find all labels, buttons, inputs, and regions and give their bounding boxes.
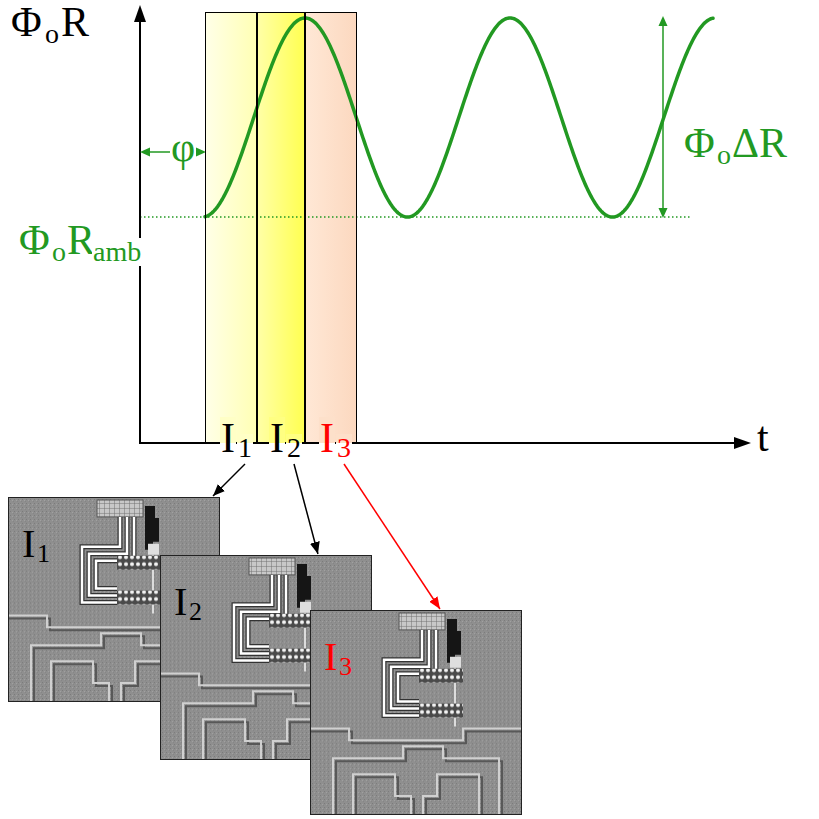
frame-index: 3: [338, 654, 353, 680]
ambient-symbol: Φ: [18, 219, 51, 261]
window-fill: [257, 12, 305, 443]
axis-subscript: o: [44, 20, 60, 48]
axis-symbol: Φ: [10, 1, 43, 43]
window-label: I: [319, 417, 335, 459]
leader-arrow: [294, 464, 318, 554]
ambient-subscript: amb: [92, 238, 142, 266]
window-index: 1: [237, 434, 253, 462]
y-axis: [139, 20, 141, 444]
frame-label: I: [173, 582, 188, 622]
ambient-subscript: o: [51, 238, 67, 266]
sample-window: I3: [305, 12, 357, 443]
window-fill: [305, 12, 357, 443]
window-label: I: [220, 417, 236, 459]
reflectance-wave: [205, 18, 713, 217]
amplitude-arrowhead: [659, 208, 668, 218]
window-index: 3: [336, 434, 352, 462]
leader-arrow: [213, 464, 245, 496]
chip-micrograph: [311, 611, 521, 814]
frame-index: 2: [188, 599, 203, 625]
frame-index: 1: [36, 541, 51, 567]
amplitude-arrowhead: [659, 16, 668, 26]
camera-frame: I3: [310, 610, 522, 815]
sample-window: I1: [205, 12, 257, 443]
amplitude-symbol: Φ: [683, 122, 716, 164]
window-fill: [205, 12, 257, 443]
window-index: 2: [286, 434, 302, 462]
time-axis-label: t: [756, 416, 770, 458]
frame-label: I: [21, 524, 36, 564]
phase-arrowhead: [140, 148, 150, 157]
window-label: I: [269, 417, 285, 459]
chip-micrograph: [311, 611, 521, 814]
axis-symbol: R: [60, 1, 90, 43]
amplitude-symbol: ΔR: [731, 122, 788, 164]
frame-label: I: [323, 637, 338, 677]
amplitude-subscript: o: [716, 141, 732, 169]
sample-window: I2: [257, 12, 305, 443]
axis-arrowhead: [134, 5, 146, 22]
phase-label: φ: [170, 126, 196, 168]
axis-arrowhead: [734, 437, 751, 449]
